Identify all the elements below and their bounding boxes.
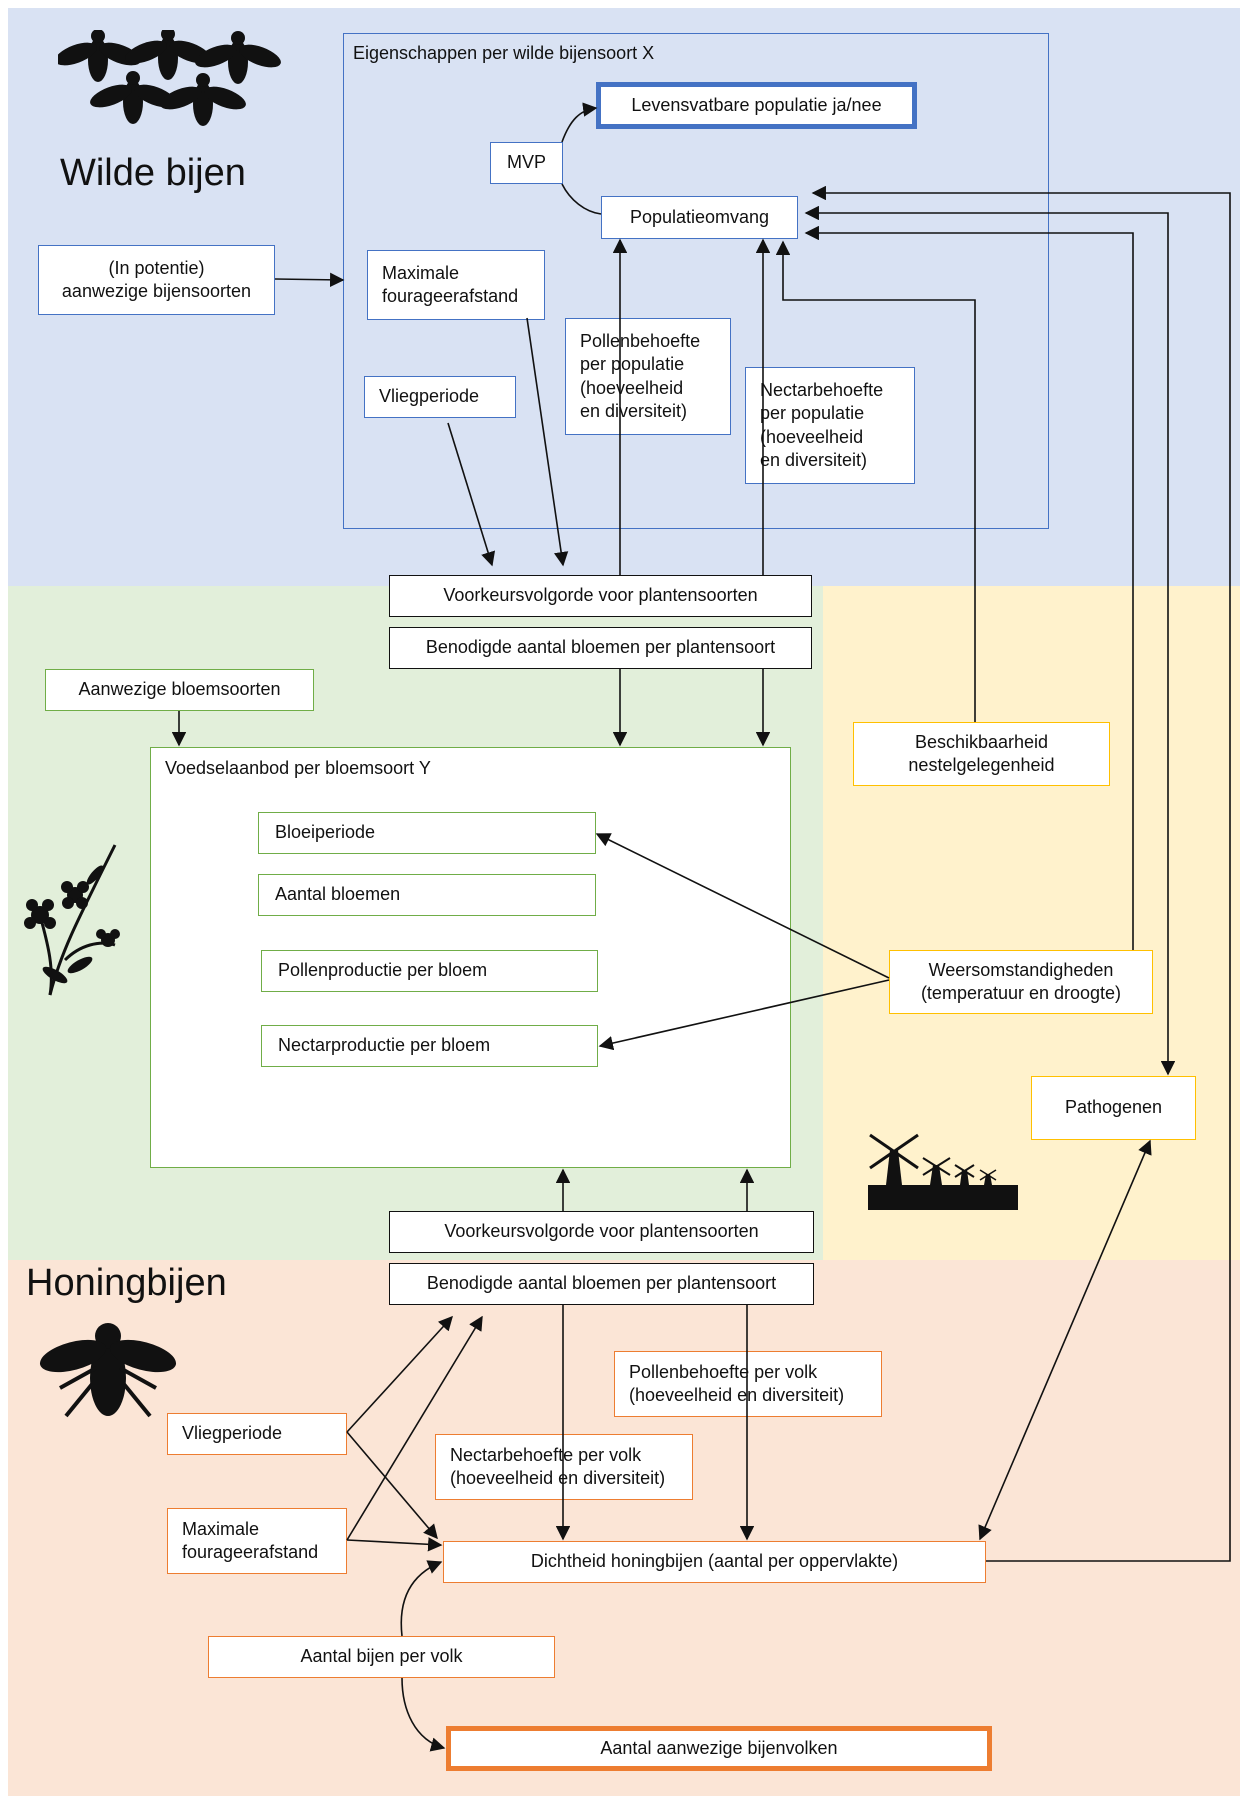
flowers-needed-wild-box: Benodigde aantal bloemen per plantensoor… (389, 627, 812, 669)
preference-order-wild-box: Voorkeursvolgorde voor plantensoorten (389, 575, 812, 617)
max-foraging-honey-box: Maximale fourageerafstand (167, 1508, 347, 1574)
pollen-need-honey-box: Pollenbehoefte per volk (hoeveelheid en … (614, 1351, 882, 1417)
honeybee-icon (39, 1323, 177, 1418)
honeybees-heading: Honingbijen (26, 1262, 227, 1304)
honeybee-density-box: Dichtheid honingbijen (aantal per opperv… (443, 1541, 986, 1583)
wild-bees-heading: Wilde bijen (60, 152, 246, 194)
bees-per-colony-box: Aantal bijen per volk (208, 1636, 555, 1678)
present-bee-species-box: (In potentie) aanwezige bijensoorten (38, 245, 275, 315)
properties-title: Eigenschappen per wilde bijensoort X (353, 43, 655, 64)
population-size-box: Populatieomvang (601, 196, 798, 239)
max-foraging-wild-box: Maximale fourageerafstand (367, 250, 545, 320)
colonies-present-box: Aantal aanwezige bijenvolken (446, 1726, 992, 1771)
mvp-box: MVP (490, 142, 563, 184)
bee-swarm-icon (58, 30, 281, 126)
nectar-need-honey-box: Nectarbehoefte per volk (hoeveelheid en … (435, 1434, 693, 1500)
flower-bouquet-icon (24, 844, 120, 996)
viable-population-box: Levensvatbare populatie ja/nee (596, 82, 917, 129)
nectar-production-box: Nectarproductie per bloem (261, 1025, 598, 1067)
food-supply-title: Voedselaanbod per bloemsoort Y (165, 758, 431, 779)
bloom-period-box: Bloeiperiode (258, 812, 596, 854)
flower-count-box: Aantal bloemen (258, 874, 596, 916)
present-flower-species-box: Aanwezige bloemsoorten (45, 669, 314, 711)
pollen-production-box: Pollenproductie per bloem (261, 950, 598, 992)
flowers-needed-honey-box: Benodigde aantal bloemen per plantensoor… (389, 1263, 814, 1305)
pollen-need-wild-box: Pollenbehoefte per populatie (hoeveelhei… (565, 318, 731, 435)
preference-order-honey-box: Voorkeursvolgorde voor plantensoorten (389, 1211, 814, 1253)
pathogens-box: Pathogenen (1031, 1076, 1196, 1140)
flight-period-wild-box: Vliegperiode (364, 376, 516, 418)
flight-period-honey-box: Vliegperiode (167, 1413, 347, 1455)
